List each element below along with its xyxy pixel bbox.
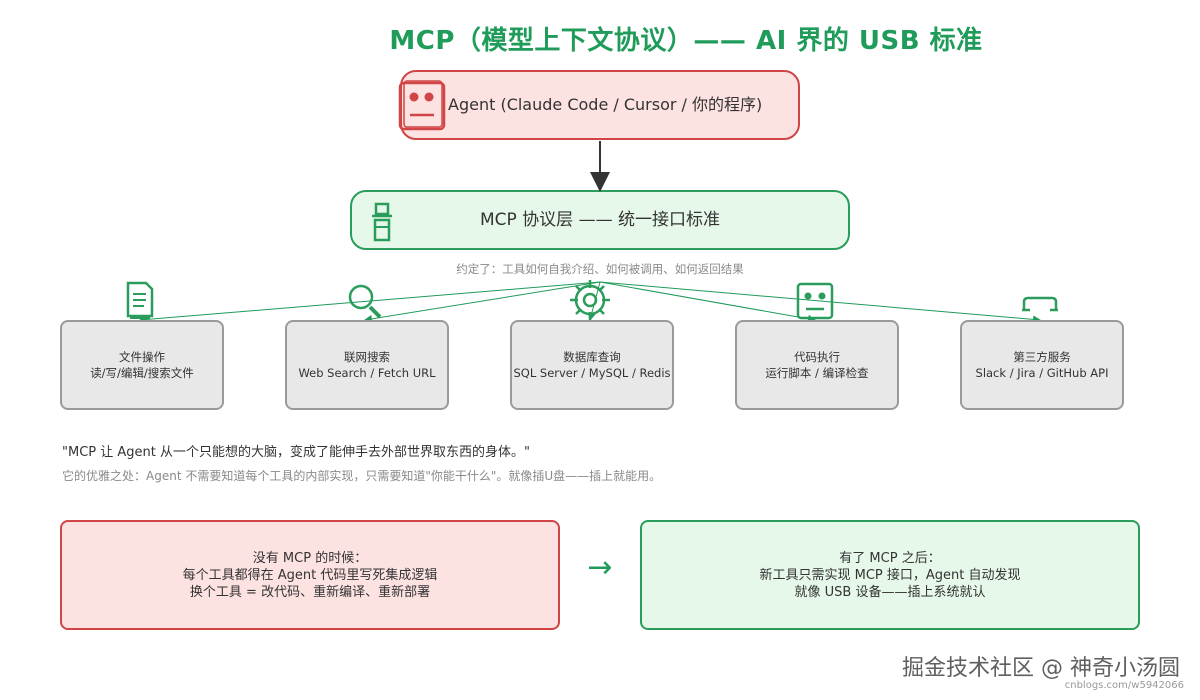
tool-node-search: 联网搜索 Web Search / Fetch URL xyxy=(285,320,449,410)
watermark-url: cnblogs.com/w5942066 xyxy=(1064,680,1184,691)
tool-node-files: 文件操作 读/写/编辑/搜索文件 xyxy=(60,320,224,410)
document-icon xyxy=(124,280,156,324)
subquote-text: 它的优雅之处：Agent 不需要知道每个工具的内部实现，只需要知道"你能干什么"… xyxy=(62,469,662,483)
tool-name: 代码执行 xyxy=(794,350,840,364)
tool-desc: 读/写/编辑/搜索文件 xyxy=(90,366,194,380)
after-mcp-box: 有了 MCP 之后： 新工具只需实现 MCP 接口，Agent 自动发现 就像 … xyxy=(640,520,1140,630)
tool-name: 文件操作 xyxy=(119,350,165,364)
tool-desc: 运行脚本 / 编译检查 xyxy=(765,366,869,380)
before-line-3: 换个工具 = 改代码、重新编译、重新部署 xyxy=(189,584,431,600)
before-line-2: 每个工具都得在 Agent 代码里写死集成逻辑 xyxy=(182,567,438,583)
page-title: MCP（模型上下文协议）—— AI 界的 USB 标准 xyxy=(389,26,983,56)
tool-node-database: 数据库查询 SQL Server / MySQL / Redis xyxy=(510,320,674,410)
database-icon xyxy=(568,278,612,326)
before-mcp-box: 没有 MCP 的时候： 每个工具都得在 Agent 代码里写死集成逻辑 换个工具… xyxy=(60,520,560,630)
after-line-2: 新工具只需实现 MCP 接口，Agent 自动发现 xyxy=(759,567,1021,583)
watermark: 掘金技术社区 @ 神奇小汤圆 xyxy=(902,656,1180,681)
tool-name: 数据库查询 xyxy=(563,350,621,364)
robot-face-icon xyxy=(796,282,834,324)
tool-name: 第三方服务 xyxy=(1013,350,1071,364)
magnifier-icon xyxy=(346,284,386,326)
plug-icon xyxy=(1020,296,1060,326)
fanout-line-search xyxy=(364,281,601,323)
agent-label: Agent (Claude Code / Cursor / 你的程序) xyxy=(448,95,763,114)
tool-desc: Slack / Jira / GitHub API xyxy=(975,366,1109,380)
protocol-node: MCP 协议层 —— 统一接口标准 xyxy=(350,190,850,250)
tool-node-code: 代码执行 运行脚本 / 编译检查 xyxy=(735,320,899,410)
protocol-label: MCP 协议层 —— 统一接口标准 xyxy=(479,210,720,230)
agent-node: Agent (Claude Code / Cursor / 你的程序) xyxy=(398,70,800,140)
after-line-1: 有了 MCP 之后： xyxy=(839,550,941,566)
before-line-1: 没有 MCP 的时候： xyxy=(252,550,368,566)
quote-text: "MCP 让 Agent 从一个只能想的大脑，变成了能伸手去外部世界取东西的身体… xyxy=(62,445,530,460)
tool-desc: SQL Server / MySQL / Redis xyxy=(513,366,671,380)
fanout-line-service xyxy=(599,281,1041,324)
usb-plug-icon xyxy=(368,202,396,246)
robot-icon xyxy=(398,80,446,136)
tool-name: 联网搜索 xyxy=(344,350,390,364)
protocol-note: 约定了：工具如何自我介绍、如何被调用、如何返回结果 xyxy=(456,262,744,276)
tool-desc: Web Search / Fetch URL xyxy=(298,366,436,380)
tool-node-services: 第三方服务 Slack / Jira / GitHub API xyxy=(960,320,1124,410)
fanout-line-code xyxy=(599,281,816,323)
after-line-3: 就像 USB 设备——插上系统就认 xyxy=(794,584,986,600)
compare-arrow-icon: → xyxy=(587,550,613,585)
